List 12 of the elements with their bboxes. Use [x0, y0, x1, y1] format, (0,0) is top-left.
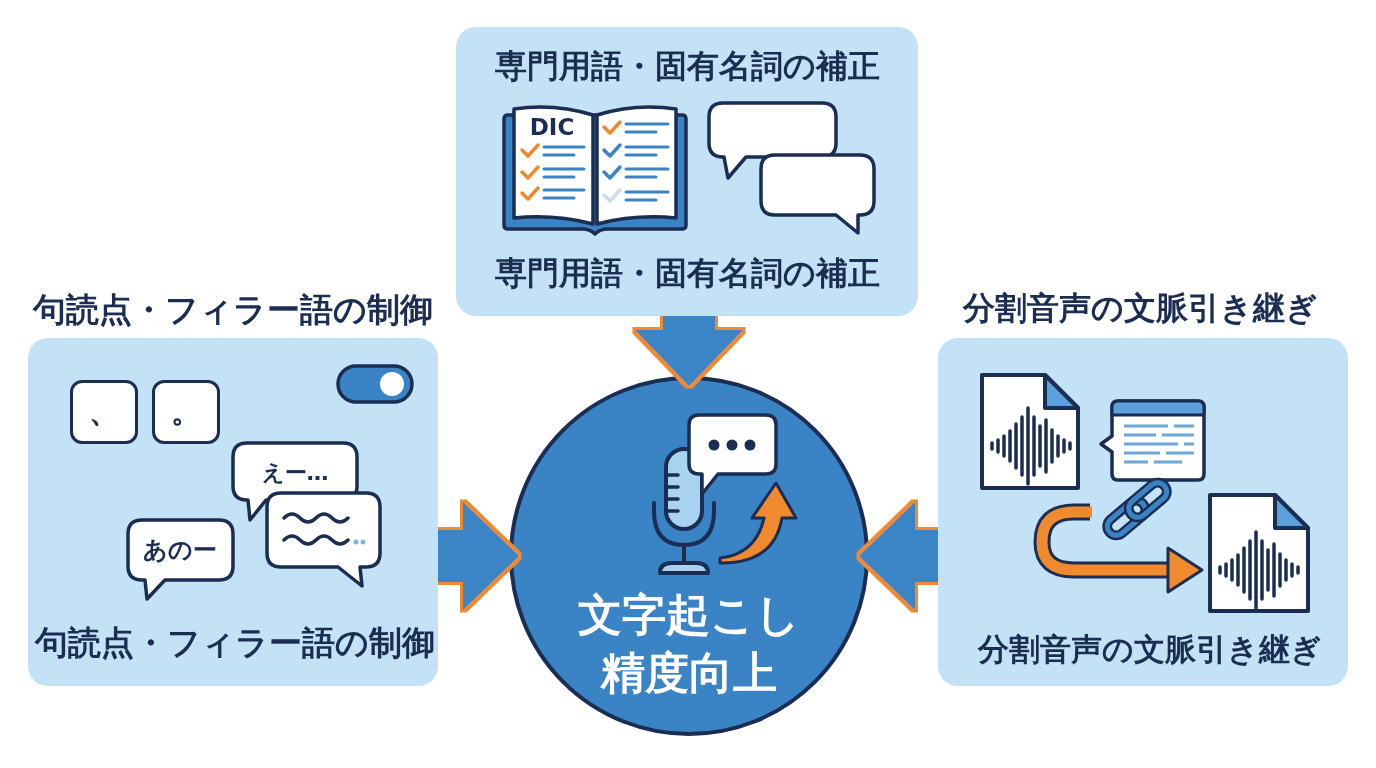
panel-heading: 分割音声の文脈引き継ぎ	[962, 288, 1318, 328]
speech-bubble: あのー	[125, 517, 237, 603]
panel-caption: 句読点・フィラー語の制御	[35, 623, 435, 663]
panel	[456, 27, 918, 316]
punctuation-key: 、	[70, 380, 138, 444]
panel-heading: 句読点・フィラー語の制御	[33, 290, 433, 330]
panel-caption: 分割音声の文脈引き継ぎ	[978, 631, 1322, 669]
circle-title: 文字起こし精度向上	[577, 588, 801, 700]
panel-heading: 専門用語・固有名詞の補正	[494, 46, 880, 86]
punctuation-key: 。	[152, 380, 220, 444]
panel-caption: 専門用語・固有名詞の補正	[494, 253, 880, 293]
open-book: DIC	[500, 103, 690, 237]
